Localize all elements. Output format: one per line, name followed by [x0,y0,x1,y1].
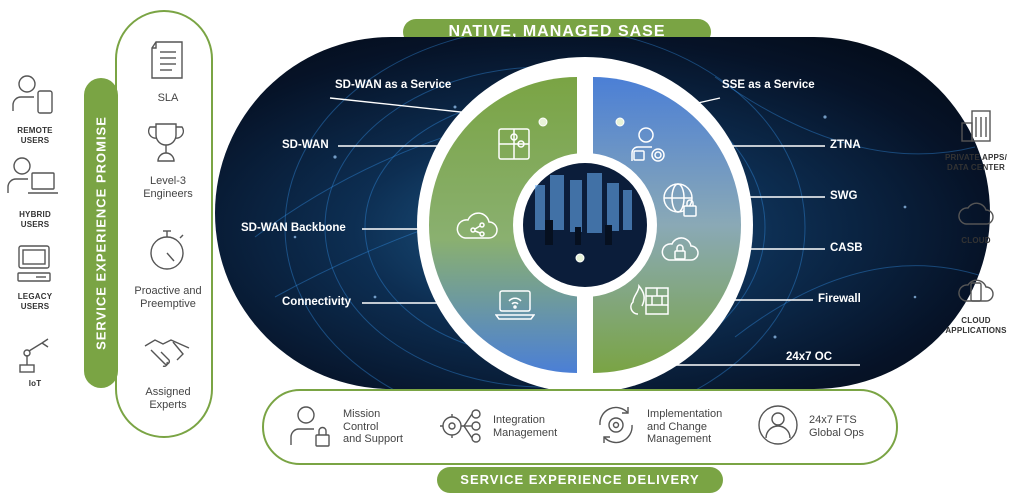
user-hybrid-label: HYBRID USERS [19,210,51,229]
hybrid-user-icon [6,155,62,199]
label-connectivity: Connectivity [282,296,352,308]
promise-item-level3: Level-3 Engineers [143,175,193,200]
delivery-item-global-ops: 24x7 FTS Global Ops [809,414,865,439]
label-sdwan: SD-WAN [282,139,329,151]
document-icon [148,40,186,80]
cloud-app-icon [958,273,994,307]
legacy-computer-icon [16,243,52,283]
delivery-card [262,389,898,465]
gears-network-icon [436,406,486,446]
cloud-network-icon [455,210,499,244]
label-sse-as-a-service: SSE as a Service [722,79,815,91]
delivery-item-integration: Integration Management [493,414,558,439]
user-legacy-label: LEGACY USERS [17,292,53,311]
dest-private-apps-label: PRIVATE APPS/ DATA CENTER [944,153,1008,172]
trophy-icon [148,121,184,165]
sase-ring [417,57,753,393]
label-24x7-oc: 24x7 OC [786,351,833,363]
delivery-item-mission: Mission Control and Support [343,408,403,445]
gear-cycle-icon [594,403,638,447]
handshake-icon [143,332,191,372]
building-icon [958,107,994,143]
cloud-icon [958,198,994,228]
delivery-item-implementation: Implementation and Change Management [647,408,723,445]
label-ztna: ZTNA [830,139,861,151]
puzzle-icon [497,127,531,161]
cloud-lock-icon [660,234,700,268]
label-firewall: Firewall [818,293,861,305]
laptop-wifi-icon [495,288,535,322]
label-sdwan-backbone: SD-WAN Backbone [241,222,346,234]
global-ops-icon [756,403,800,447]
firewall-icon [628,284,672,318]
promise-item-sla: SLA [157,92,179,104]
stopwatch-icon [147,228,187,272]
dest-cloud-apps-label: CLOUD APPLICATIONS [945,316,1007,335]
remote-user-icon [10,73,58,117]
user-iot-label: IoT [28,379,42,388]
globe-lock-icon [660,180,700,220]
user-lock-icon [288,403,334,449]
promise-vertical-bar: SERVICE EXPERIENCE PROMISE [84,78,118,388]
dest-cloud-label: CLOUD [961,236,991,245]
promise-item-experts: Assigned Experts [145,386,191,411]
user-fingerprint-icon [628,125,668,165]
promise-item-proactive: Proactive and Preemptive [134,285,202,310]
label-casb: CASB [830,242,863,254]
user-remote-label: REMOTE USERS [17,126,53,145]
bottom-banner: SERVICE EXPERIENCE DELIVERY [437,467,723,493]
robot-arm-icon [14,335,54,375]
label-sdwan-as-a-service: SD-WAN as a Service [335,79,452,91]
label-swg: SWG [830,190,858,202]
promise-label: SERVICE EXPERIENCE PROMISE [93,116,109,350]
